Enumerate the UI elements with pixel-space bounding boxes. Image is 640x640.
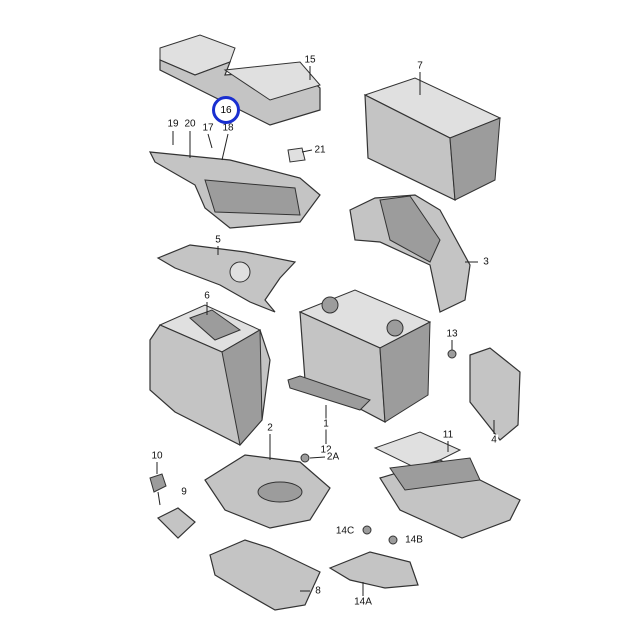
label-11: 11: [441, 429, 455, 441]
label-2: 2: [266, 422, 274, 434]
label-17: 17: [201, 122, 215, 134]
label-12: 12: [319, 444, 333, 456]
label-20: 20: [183, 118, 197, 130]
part-screw-14b[interactable]: [388, 535, 398, 545]
label-6: 6: [203, 290, 211, 302]
label-1: 1: [322, 418, 330, 430]
leader-lines: [156, 66, 495, 596]
label-8: 8: [314, 585, 322, 597]
part-bracket-8[interactable]: [209, 539, 321, 611]
label-4: 4: [490, 434, 498, 446]
part-cover-4[interactable]: [469, 347, 521, 441]
label-7: 7: [416, 60, 424, 72]
part-clamp-12[interactable]: [287, 375, 371, 411]
highlighted-label-16[interactable]: 16: [212, 96, 240, 124]
part-holder-3[interactable]: [349, 194, 471, 313]
part-insulation-6[interactable]: [149, 304, 271, 447]
label-14a: 14A: [353, 596, 373, 608]
label-10: 10: [150, 450, 164, 462]
part-fuse-box-cover[interactable]: [159, 34, 321, 126]
label-15: 15: [303, 54, 317, 66]
part-screw-2a[interactable]: [300, 453, 310, 463]
label-14c: 14C: [334, 525, 356, 537]
part-battery-top[interactable]: [363, 77, 502, 201]
part-tray-2[interactable]: [204, 454, 331, 529]
label-5: 5: [214, 234, 222, 246]
label-18: 18: [221, 122, 235, 134]
part-base-11[interactable]: [373, 431, 521, 539]
part-bracket-14a[interactable]: [328, 551, 419, 589]
label-16: 16: [220, 104, 232, 116]
label-2a: 2A: [325, 451, 341, 463]
label-13: 13: [445, 328, 459, 340]
part-battery-1[interactable]: [298, 289, 432, 424]
part-screw-13[interactable]: [447, 349, 457, 359]
part-fuse-carrier[interactable]: [148, 147, 321, 229]
label-14b: 14B: [404, 534, 424, 546]
part-screw-14c[interactable]: [362, 525, 372, 535]
part-bolt-10[interactable]: [149, 473, 167, 506]
part-clip-9[interactable]: [156, 507, 196, 539]
label-19: 19: [166, 118, 180, 130]
label-3: 3: [482, 256, 490, 268]
label-21: 21: [313, 144, 327, 156]
part-bracket-5[interactable]: [156, 244, 297, 313]
label-9: 9: [180, 486, 188, 498]
